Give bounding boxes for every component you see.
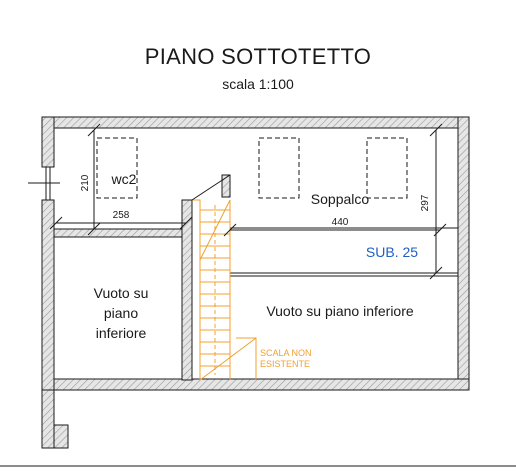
plan-title: PIANO SOTTOTETTO — [144, 44, 372, 69]
stair-note-2: ESISTENTE — [260, 359, 310, 369]
skylight-loft-2 — [366, 137, 408, 199]
room-label-void-left-2: piano — [104, 305, 138, 321]
dim-wc-width-label: 258 — [113, 210, 130, 221]
room-label-wc: wc2 — [111, 171, 137, 187]
room-label-void-right: Vuoto su piano inferiore — [266, 303, 414, 319]
stair-break — [191, 174, 231, 201]
wall-bottom-stub — [53, 424, 69, 449]
wall-left-extension — [41, 389, 55, 449]
wall-top — [41, 116, 470, 129]
window-left — [28, 167, 60, 200]
stair — [192, 199, 257, 381]
wall-left-lower — [41, 199, 55, 391]
dim-wc-height — [87, 123, 101, 236]
wall-wc-bottom — [53, 228, 183, 238]
wall-right — [457, 116, 470, 391]
interior-walls — [53, 174, 231, 381]
dim-loft-height — [429, 123, 443, 280]
skylight-loft-1 — [258, 137, 300, 199]
room-label-void-left-1: Vuoto su — [94, 285, 149, 301]
outer-walls — [41, 116, 470, 449]
room-label-loft: Soppalco — [311, 191, 370, 207]
room-label-void-left-3: inferiore — [96, 325, 147, 341]
skylights — [96, 137, 408, 199]
dim-wc-height-label: 210 — [80, 174, 91, 191]
unit-label: SUB. 25 — [366, 244, 418, 260]
wall-bottom — [41, 378, 470, 391]
wall-left-upper — [41, 116, 55, 168]
dim-loft-width-label: 440 — [332, 217, 349, 228]
wall-stair-top — [221, 174, 231, 198]
skylight-wc — [96, 137, 138, 199]
stair-note-1: SCALA NON — [260, 348, 312, 358]
dim-loft-height-label: 297 — [420, 194, 431, 211]
dim-wc-width — [49, 216, 193, 230]
wall-stair-left — [181, 199, 193, 381]
plan-scale: scala 1:100 — [222, 76, 294, 92]
void-lines — [230, 227, 458, 277]
